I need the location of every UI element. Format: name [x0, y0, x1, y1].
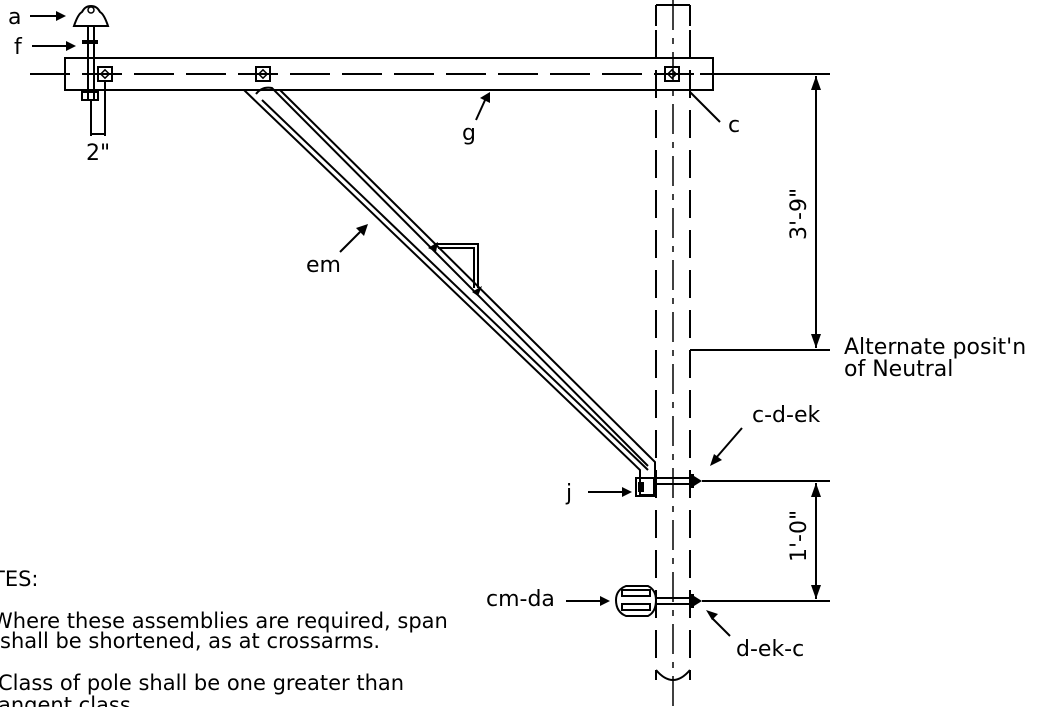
pole [655, 0, 691, 707]
spool-insulator [614, 585, 702, 617]
label-g: g [462, 121, 476, 146]
note-2-line-1: Class of pole shall be one greater than [0, 671, 404, 695]
label-c-d-ek: c-d-ek [752, 403, 820, 428]
label-cm-da: cm-da [486, 587, 555, 612]
pin-insulator [72, 4, 110, 101]
label-d-ek-c: d-ek-c [736, 637, 804, 662]
dimension-1-0 [702, 480, 830, 602]
bracket-bolt-upper [635, 474, 702, 497]
note-1-line-2: shall be shortened, as at crossarms. [0, 629, 380, 653]
bolt-square-2 [255, 66, 271, 82]
label-alternate-line-2: of Neutral [844, 357, 953, 382]
bolt-square-1 [97, 66, 113, 82]
leader-arrows [30, 11, 743, 637]
notes-heading: TES: [0, 567, 39, 591]
dimension-3-9 [700, 73, 830, 348]
dimension-2-inch [90, 82, 106, 136]
label-dimension-1-0: 1'-0" [787, 510, 812, 562]
label-2-inch: 2" [86, 141, 110, 166]
label-dimension-3-9: 3'-9" [787, 188, 812, 240]
label-j: j [565, 481, 572, 506]
crossarm-brace [243, 86, 656, 496]
note-2-line-2: angent class. [0, 693, 137, 707]
bolt-square-3 [664, 66, 680, 82]
label-a: a [8, 5, 21, 30]
note-1-line-1: Where these assemblies are required, spa… [0, 609, 448, 633]
label-alternate-line-1: Alternate posit'n [844, 335, 1026, 360]
crossarm [30, 57, 760, 91]
label-em: em [306, 253, 341, 278]
label-c: c [728, 113, 740, 138]
notes-block: TES: Where these assemblies are required… [0, 567, 448, 707]
label-f: f [14, 35, 23, 60]
